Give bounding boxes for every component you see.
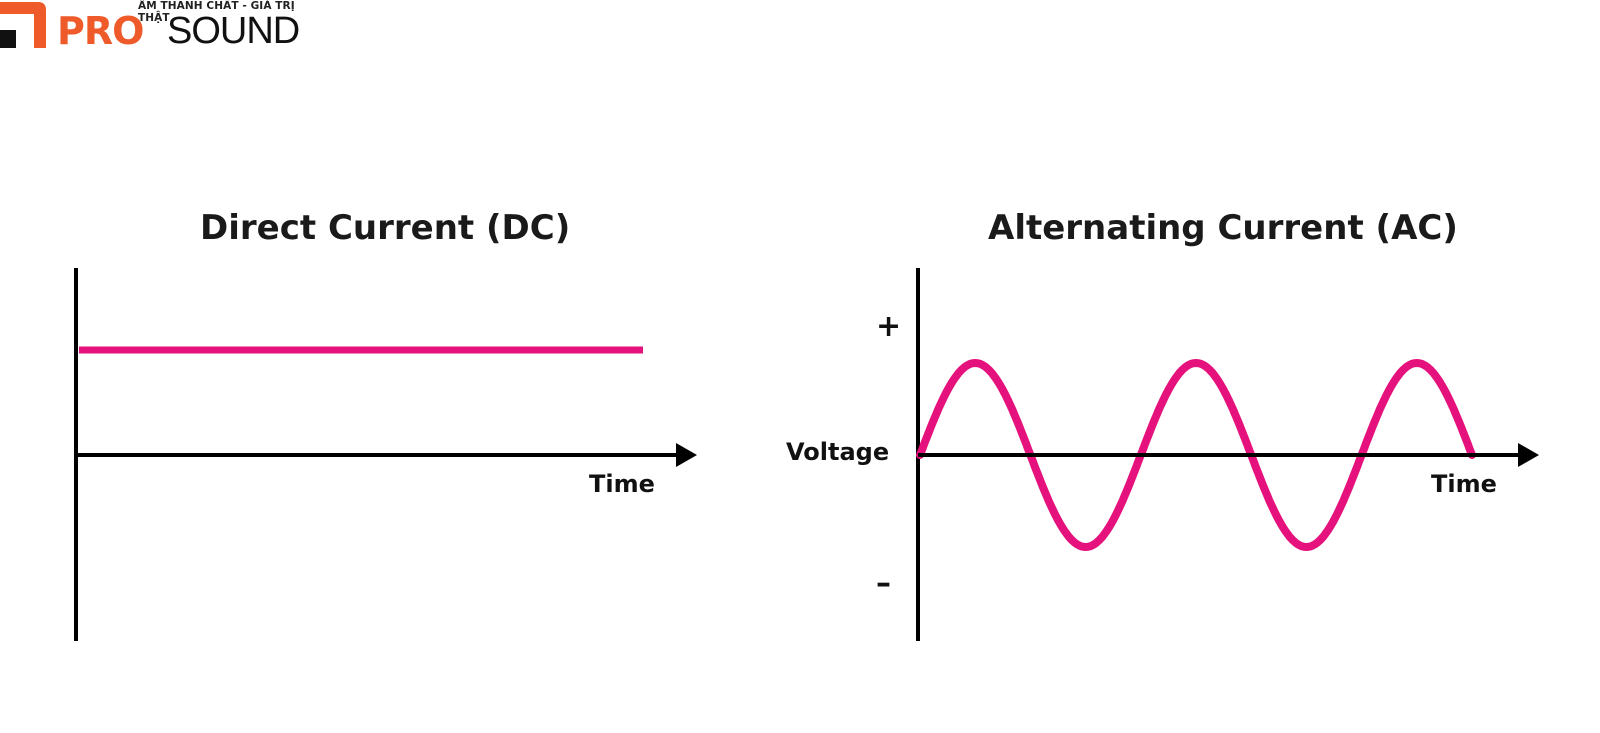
ac-sine-wave xyxy=(916,358,1476,552)
ac-y-label: Voltage xyxy=(786,438,890,466)
dc-x-label: Time xyxy=(589,470,655,498)
dc-title: Direct Current (DC) xyxy=(200,208,571,248)
ac-x-label: Time xyxy=(1431,470,1497,498)
logo-tagline: ÂM THANH CHẤT - GIÁ TRỊ THẬT xyxy=(138,0,295,24)
ac-title: Alternating Current (AC) xyxy=(988,208,1458,248)
logo-mark-icon xyxy=(0,2,46,48)
logo-sound: SOUND xyxy=(167,10,300,52)
prosound-logo[interactable]: ÂM THANH CHẤT - GIÁ TRỊ THẬT PRO SOUND xyxy=(0,0,330,55)
logo-pro: PRO xyxy=(57,9,144,53)
dc-arrow-icon xyxy=(676,443,697,467)
ac-plus-label: + xyxy=(876,309,902,344)
ac-arrow-icon xyxy=(1518,443,1539,467)
ac-minus-label: – xyxy=(876,566,891,601)
